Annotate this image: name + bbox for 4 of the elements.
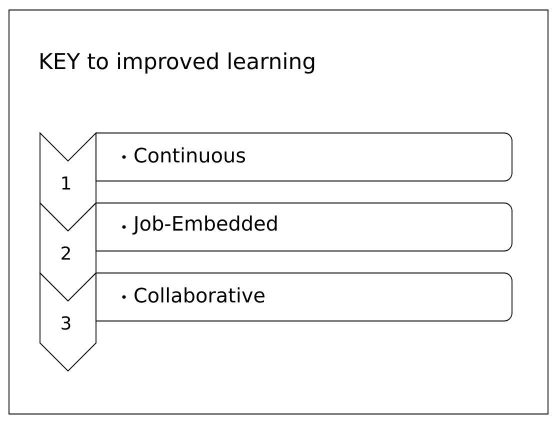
list-box: Collaborative xyxy=(96,272,512,322)
list-box: Continuous xyxy=(96,132,512,182)
title: KEY to improved learning xyxy=(40,52,314,74)
list-box: Job-Embedded xyxy=(96,202,512,252)
